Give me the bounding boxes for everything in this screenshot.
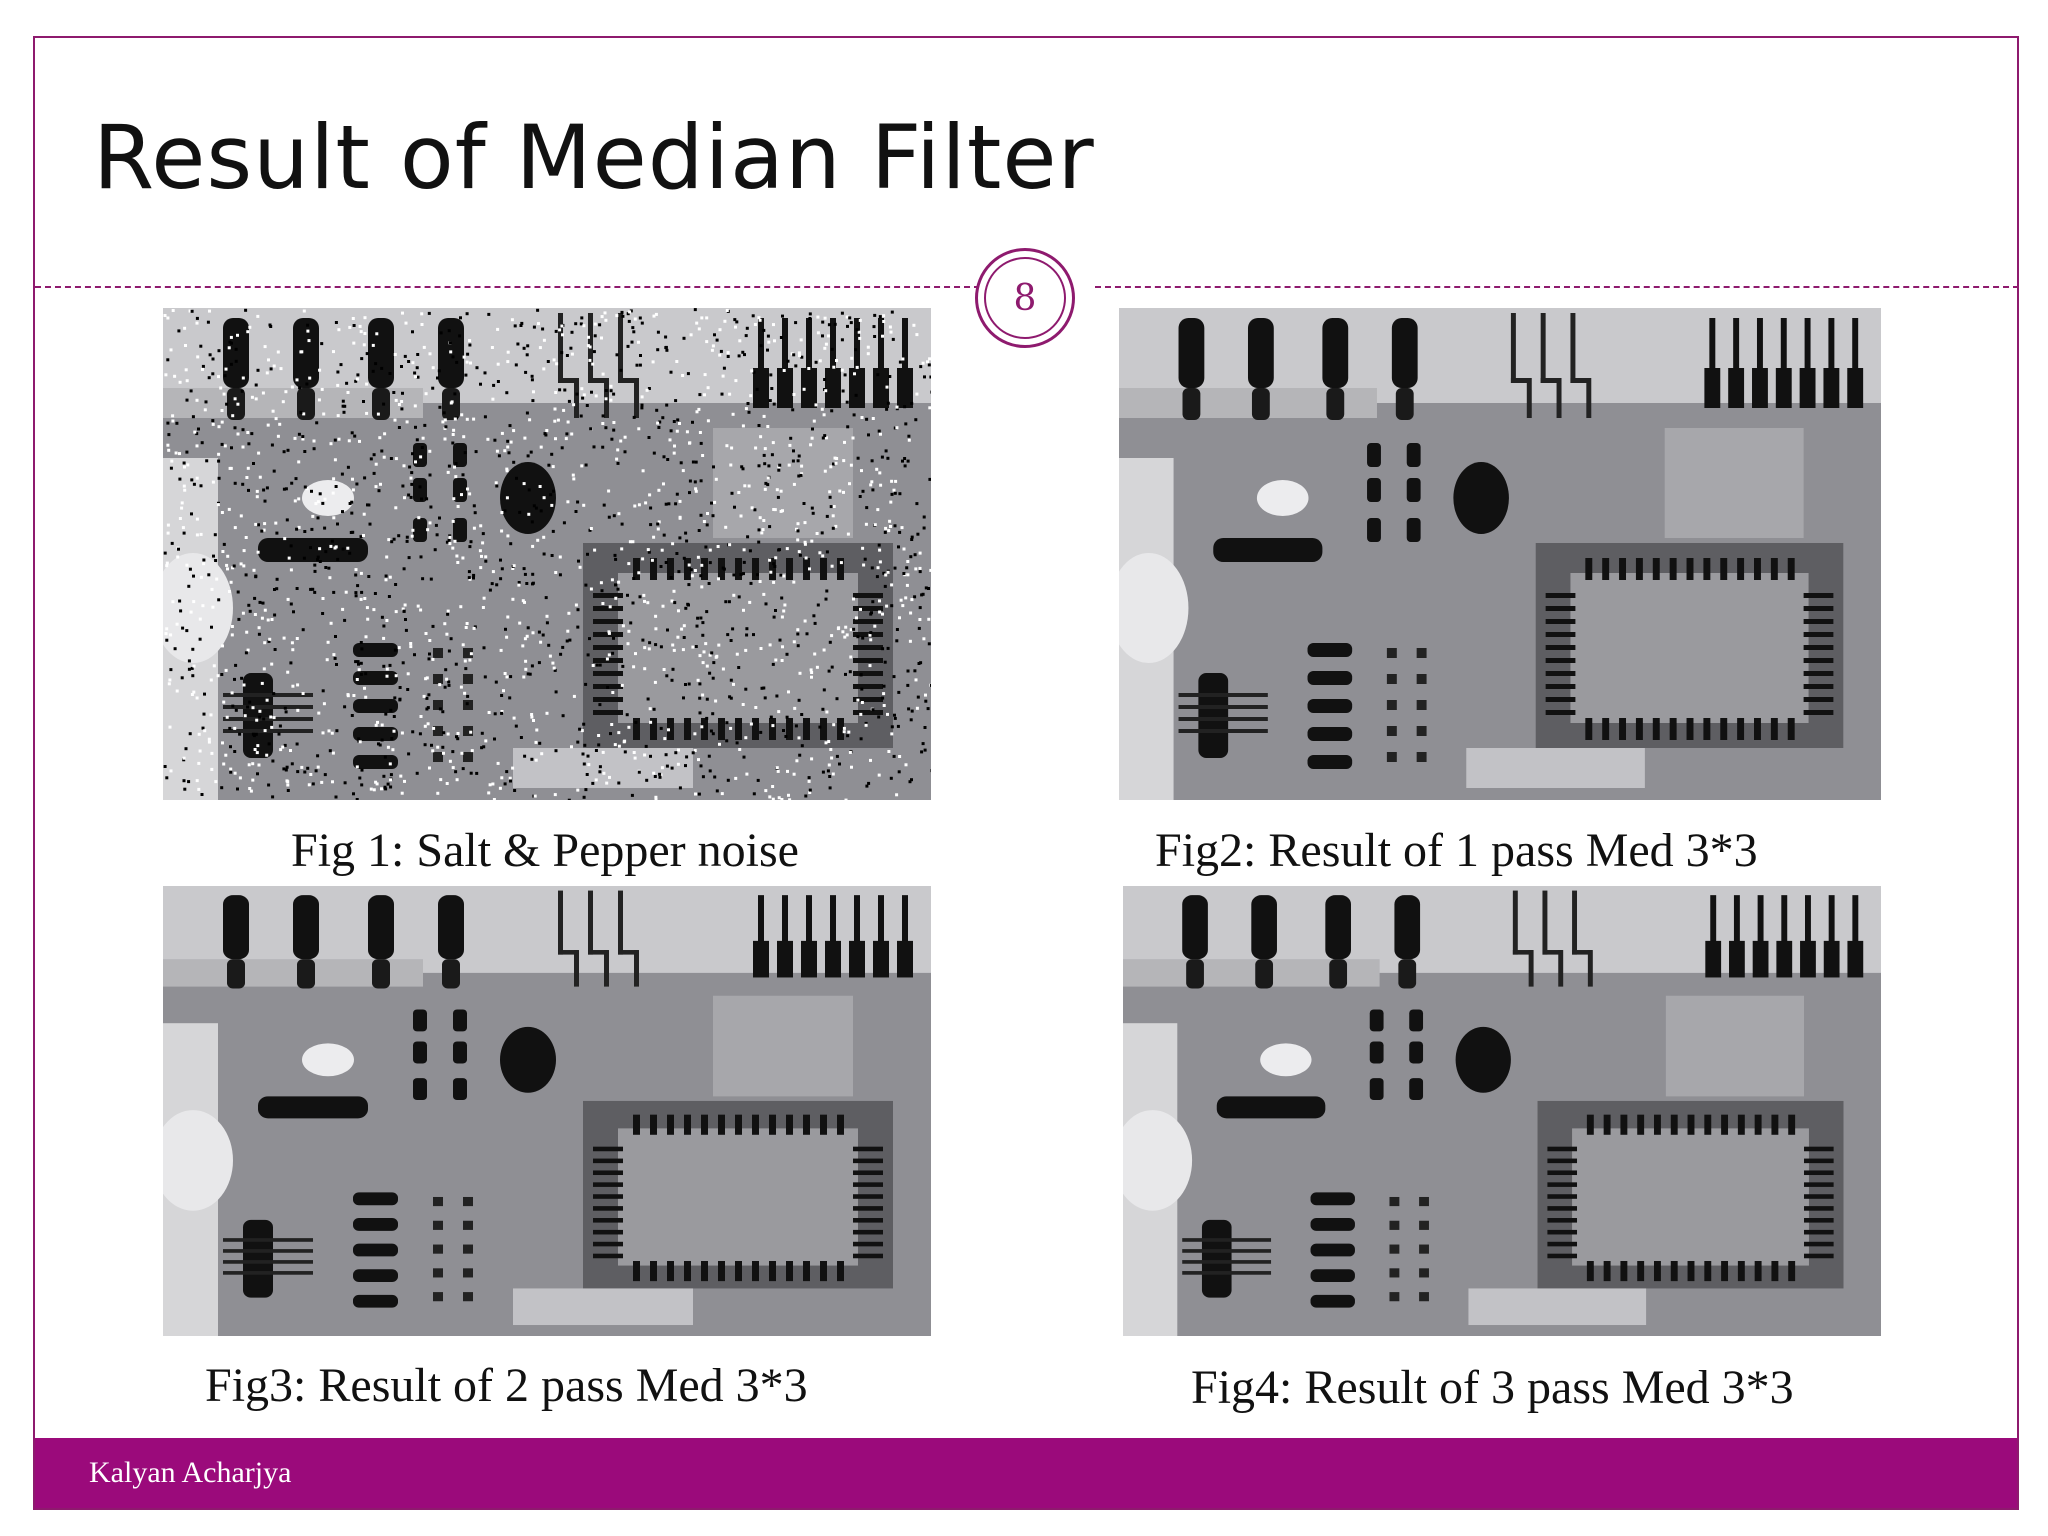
figure-1-image bbox=[163, 308, 931, 800]
circuit-xray-image bbox=[163, 886, 931, 1336]
circuit-xray-image bbox=[1119, 308, 1881, 800]
slide: Result of Median Filter 8 Fig 1: Salt & … bbox=[33, 36, 2019, 1510]
divider-right bbox=[1095, 286, 2019, 288]
page-number-badge: 8 bbox=[975, 248, 1075, 348]
footer-author: Kalyan Acharjya bbox=[89, 1456, 292, 1489]
figure-3-image bbox=[163, 886, 931, 1336]
page-number: 8 bbox=[984, 257, 1066, 339]
figure-2-image bbox=[1119, 308, 1881, 800]
figure-4-image bbox=[1123, 886, 1881, 1336]
figure-2-caption: Fig2: Result of 1 pass Med 3*3 bbox=[1155, 824, 1758, 877]
circuit-xray-image bbox=[1123, 886, 1881, 1336]
divider-left bbox=[35, 286, 980, 288]
slide-title: Result of Median Filter bbox=[93, 106, 1095, 209]
footer-bar: Kalyan Acharjya bbox=[35, 1438, 2017, 1508]
figure-4-caption: Fig4: Result of 3 pass Med 3*3 bbox=[1191, 1361, 1794, 1414]
figure-3-caption: Fig3: Result of 2 pass Med 3*3 bbox=[205, 1359, 808, 1412]
circuit-xray-noisy-image bbox=[163, 308, 931, 800]
figure-1-caption: Fig 1: Salt & Pepper noise bbox=[291, 824, 799, 877]
